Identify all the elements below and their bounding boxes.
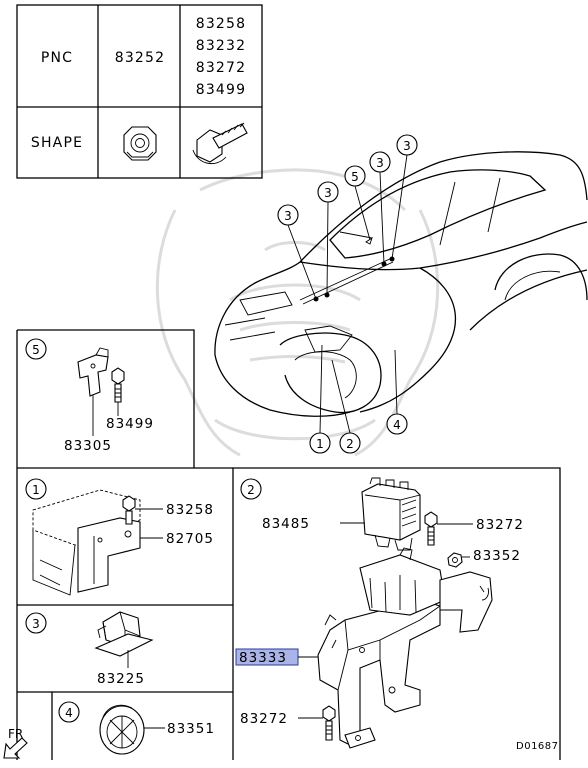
front-arrow-icon: FR [3,727,28,759]
panel-3: 3 83225 [25,611,154,687]
callout-3-c: 3 [369,151,391,173]
label-83258: 83258 [166,502,214,518]
svg-text:3: 3 [376,156,384,170]
bolt-83272-lower-icon [322,705,336,741]
callout-2-panel: 2 [240,478,262,500]
label-82705: 82705 [166,531,214,547]
fr-label: FR [8,727,23,741]
svg-text:4: 4 [65,706,73,720]
svg-text:1: 1 [32,483,40,497]
svg-text:2: 2 [247,483,255,497]
callout-5-panel: 5 [25,338,47,360]
label-83485: 83485 [262,516,310,532]
svg-text:3: 3 [32,617,40,631]
label-83351: 83351 [167,721,215,737]
svg-text:3: 3 [324,186,332,200]
callout-3-d: 3 [396,134,418,156]
bracket-82705-icon [77,517,141,593]
pnc-table: PNC 83252 83258 83232 83272 83499 SHAPE [16,4,263,179]
callout-3-panel: 3 [25,612,47,634]
pnc-col1-value: 83252 [115,50,166,66]
panel-1: 1 83258 82705 [25,478,214,596]
pnc-header: PNC [41,50,73,66]
pnc-col2-value-4: 83499 [196,82,247,98]
callout-4-panel: 4 [58,701,80,723]
bolt-83499-icon [111,367,125,403]
panel-2: 2 83485 83272 83352 [235,477,524,749]
label-83225: 83225 [97,671,145,687]
label-83499: 83499 [106,416,154,432]
label-83333-highlight: 83333 [235,648,299,666]
svg-text:5: 5 [32,343,40,357]
panel-frames [16,329,561,760]
nut-shape-icon [123,126,157,161]
callout-3-b: 3 [317,181,339,203]
car-callout-lines [287,154,408,434]
pnc-col2-value-2: 83232 [196,38,247,54]
pnc-col2-value-3: 83272 [196,60,247,76]
module-83485-icon [361,477,421,551]
svg-text:2: 2 [346,437,354,451]
label-83305: 83305 [64,438,112,454]
callout-2-car: 2 [339,432,361,454]
nut-83352-icon [447,552,463,568]
shape-header: SHAPE [31,135,83,151]
vehicle-outline [214,151,588,417]
panel-4: 4 83351 [58,701,215,755]
bracket-83305-icon [77,347,109,397]
label-83333: 83333 [239,650,287,666]
bolt-83258-icon [122,495,136,525]
diagram-reference: D01687 [516,741,559,752]
clip-83225-icon [94,611,154,657]
pnc-col2-value-1: 83258 [196,16,247,32]
callout-1-car: 1 [309,432,331,454]
bracket-83333-icon [317,547,493,749]
ecu-83252-icon [32,489,141,596]
panel-5: 5 83499 83305 [25,338,154,454]
callout-1-panel: 1 [25,478,47,500]
svg-text:1: 1 [316,437,324,451]
bolt-83272-upper-icon [424,511,438,546]
label-83352: 83352 [473,548,521,564]
label-83272-lower: 83272 [240,711,288,727]
svg-text:3: 3 [403,139,411,153]
label-83272-upper: 83272 [476,517,524,533]
svg-text:5: 5 [351,170,359,184]
callout-5-car: 5 [344,165,366,187]
svg-text:4: 4 [393,418,401,432]
callout-4-car: 4 [386,413,408,435]
bolt-shape-icon [192,122,248,165]
svg-text:3: 3 [284,209,292,223]
grommet-83351-icon [99,704,145,755]
callout-3-a: 3 [277,204,299,226]
